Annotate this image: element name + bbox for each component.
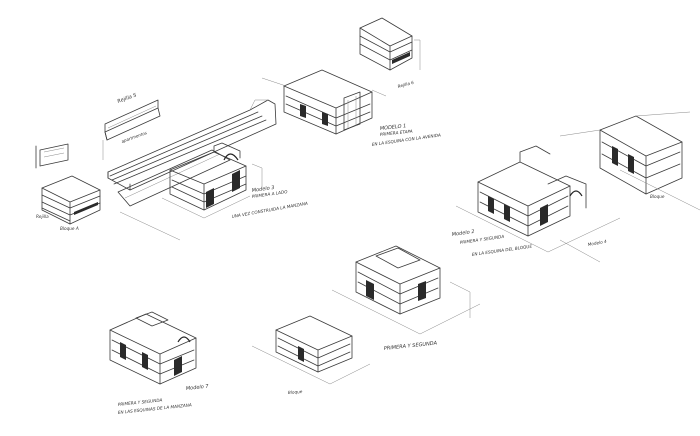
long-slab-building: [107, 99, 277, 241]
label-left-block-side: Rejilla: [36, 214, 49, 219]
right-model-building: [455, 145, 621, 263]
note-center-model: UNA VEZ CONSTRUIDA LA MANZANA: [231, 201, 308, 219]
label-top-center-model: MODELO 1: [380, 123, 407, 132]
label-top-small: Rejilla 6: [397, 80, 415, 89]
top-center-model: [261, 69, 387, 135]
sub-bottom-left-model: PRIMERA Y SEGUNDA: [118, 397, 163, 407]
bottom-center-building: [251, 315, 371, 385]
upper-left-bar-building: [102, 99, 161, 160]
sub-top-center-model: PRIMERA ETAPA: [380, 129, 413, 137]
far-right-building: [559, 111, 700, 211]
label-left-block: Bloque A: [60, 226, 79, 231]
middle-model-building: [331, 245, 481, 335]
sub-center-model: PRIMERA A LADO: [251, 189, 288, 199]
note-right-model: EN LA ESQUINA DEL BLOQUE: [471, 244, 532, 257]
left-stacked-block: [41, 175, 101, 225]
label-bottom-left-model: Modelo 7: [186, 384, 210, 392]
left-small-diagram: [35, 143, 69, 169]
label-center-model: Modelo 3: [251, 185, 274, 194]
label-right-side: Modelo 4: [587, 239, 607, 247]
label-bottom-center: Bloque: [288, 389, 303, 395]
label-right-model: Modelo 2: [451, 229, 474, 238]
label-far-right: Bloque: [650, 194, 665, 199]
top-small-block: [359, 17, 421, 71]
sub-right-model: PRIMERA Y SEGUNDA: [459, 234, 504, 245]
bottom-left-model: [109, 311, 197, 385]
center-model-building: [161, 142, 263, 219]
label-upper-left-bar: Rejilla S: [117, 92, 139, 105]
label-mid-model: PRIMERA Y SEGUNDA: [384, 340, 438, 352]
